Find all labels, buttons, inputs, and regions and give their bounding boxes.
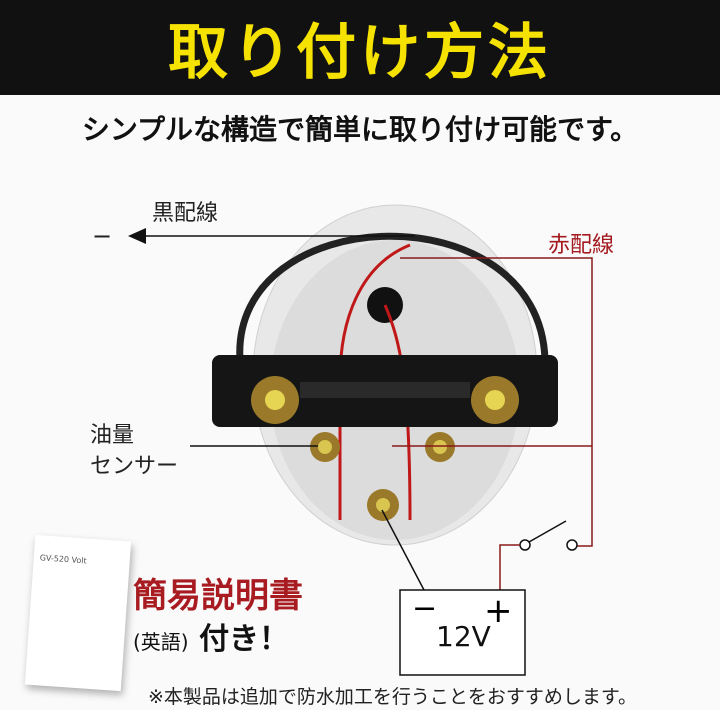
arrow-left-icon (128, 228, 146, 244)
battery-plus: + (484, 591, 513, 631)
red-wire-label: 赤配線 (548, 233, 615, 258)
battery-voltage: 12V (436, 620, 491, 653)
footnote: ※本製品は追加で防水加工を行うことをおすすめします。 (148, 686, 638, 708)
minus-label: − (92, 222, 113, 250)
sensor-label-2: センサー (90, 454, 179, 479)
header-banner: 取り付け方法 (0, 0, 720, 95)
subtitle: シンプルな構造で簡単に取り付け可能です。 (81, 113, 639, 146)
sensor-label-1: 油量 (90, 423, 135, 448)
manual-title: 簡易説明書 (133, 576, 303, 616)
black-wire-label: 黒配線 (152, 201, 219, 226)
battery-minus: − (412, 591, 437, 626)
switch-icon (519, 520, 578, 551)
page-title: 取り付け方法 (168, 18, 552, 88)
manual-note: (英語) 付き！ (133, 622, 290, 657)
battery (399, 589, 526, 676)
bolts (251, 376, 519, 521)
manual-image: GV-520 Volt (24, 534, 132, 692)
